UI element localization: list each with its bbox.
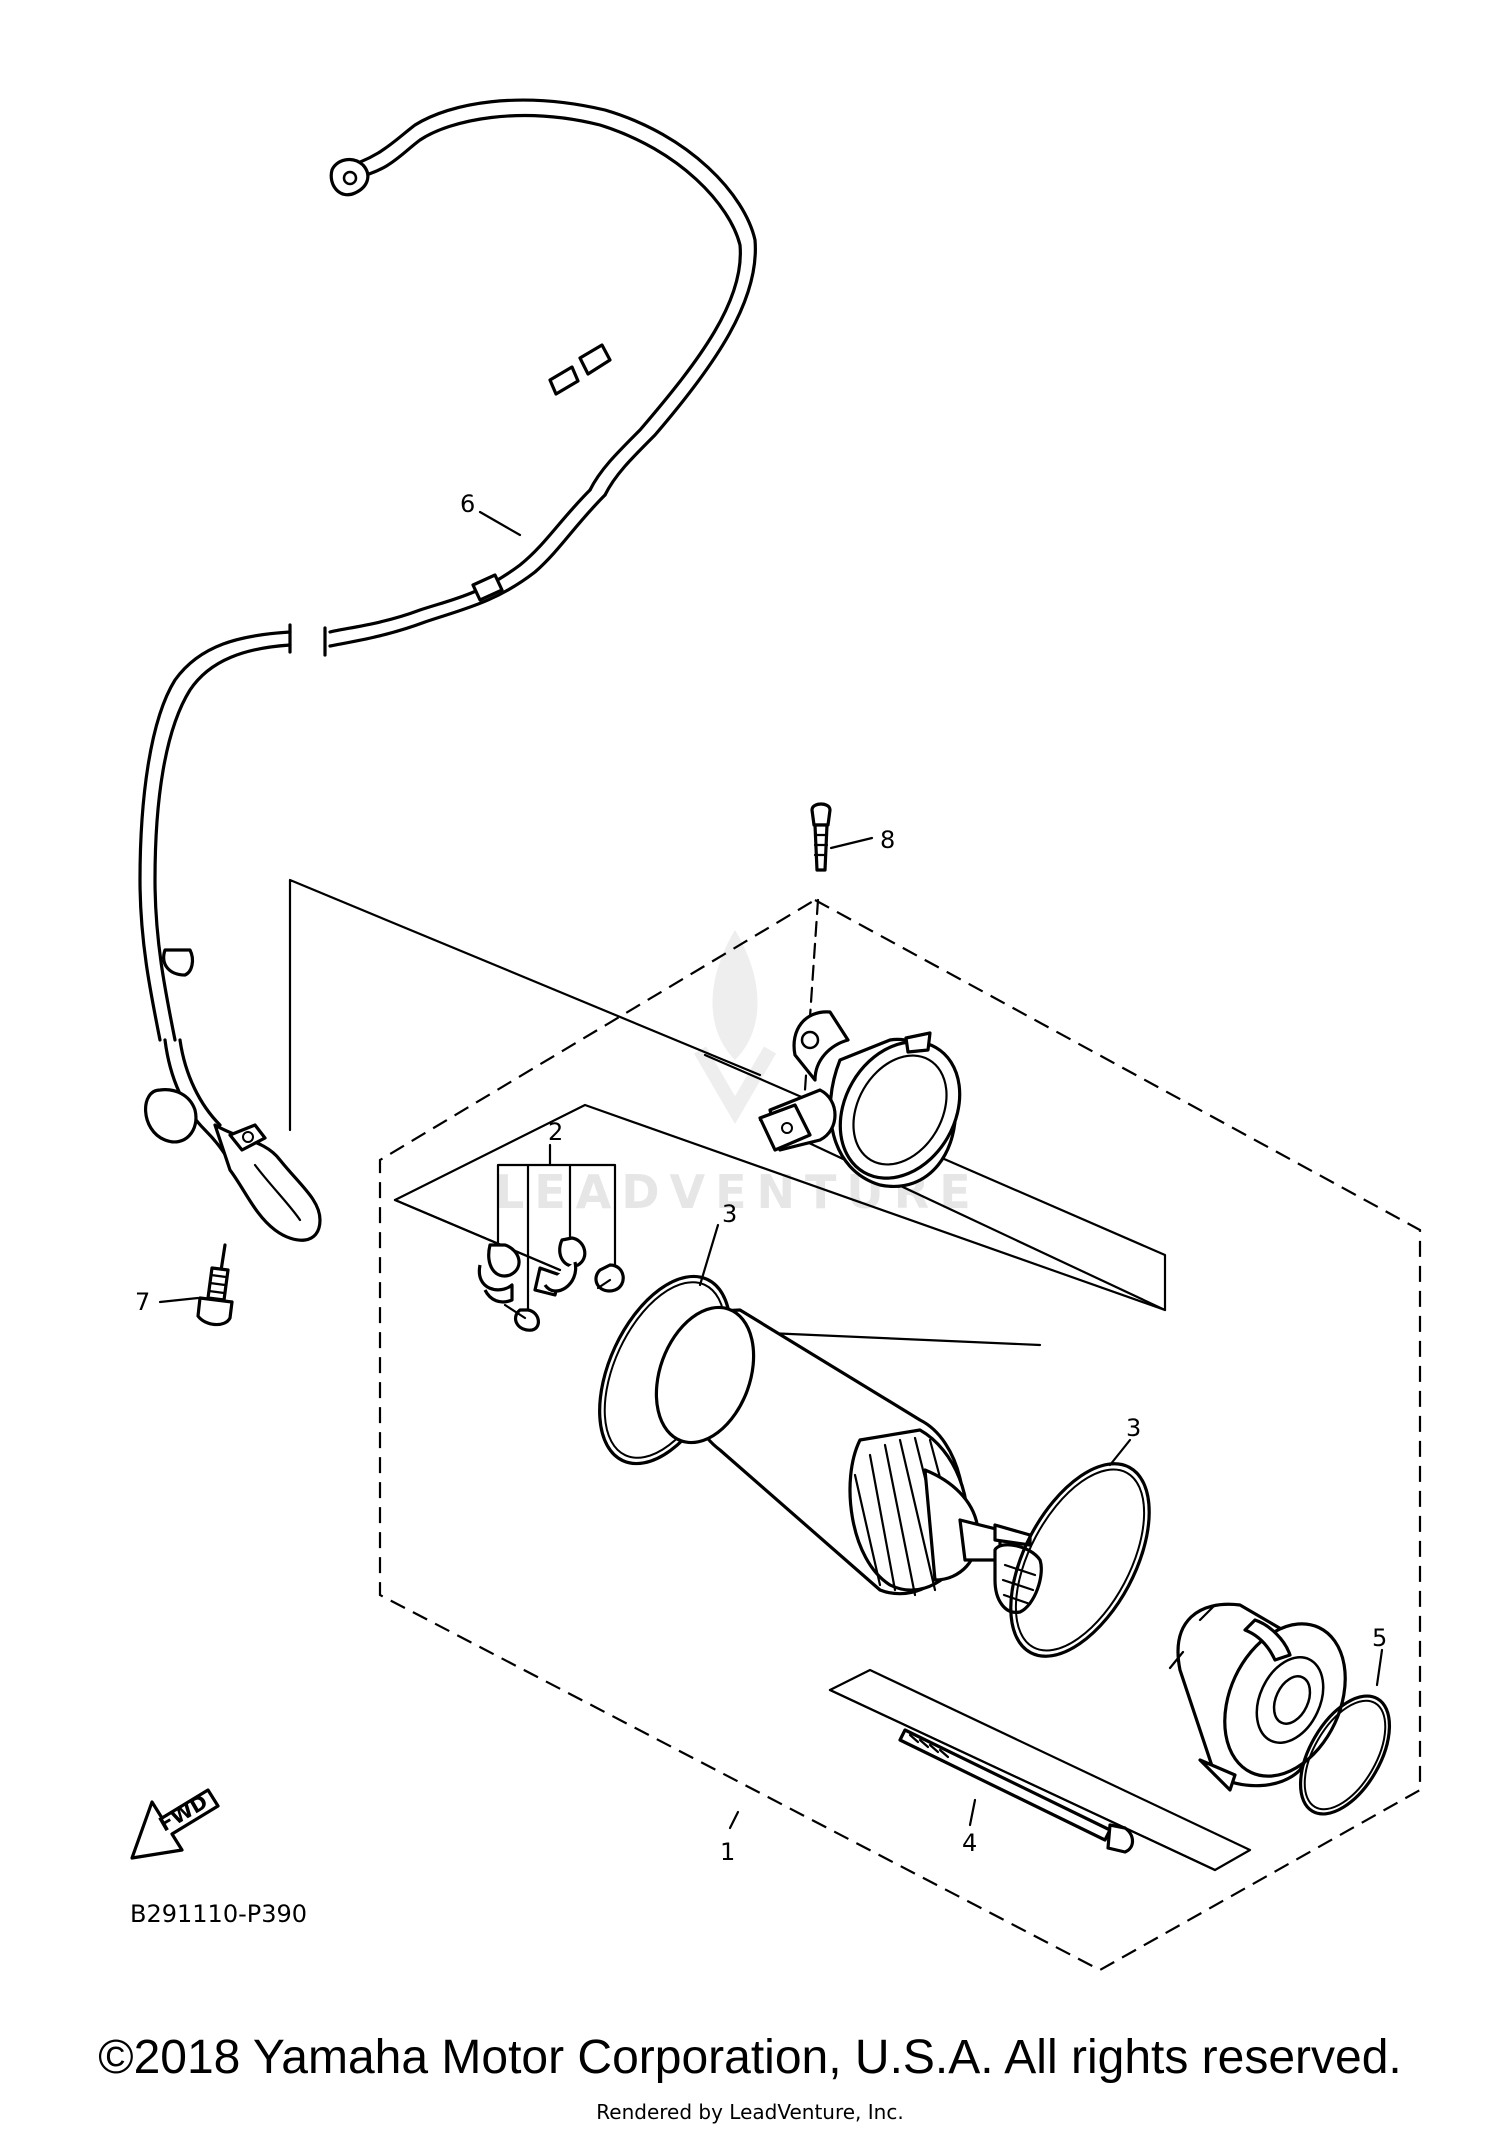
callout-2: 2 [548, 1118, 563, 1146]
callout-1: 1 [720, 1838, 735, 1866]
callout-3-left: 3 [722, 1200, 737, 1228]
fwd-arrow-icon: FWD [130, 1788, 220, 1860]
callout-3-right: 3 [1126, 1414, 1141, 1442]
bolt-8 [803, 802, 874, 1092]
rendered-by-credit: Rendered by LeadVenture, Inc. [596, 2100, 904, 2124]
diagram-code: B291110-P390 [130, 1900, 308, 1928]
callout-8: 8 [880, 826, 895, 854]
callout-4: 4 [962, 1829, 977, 1857]
armature-yoke [654, 1305, 1043, 1614]
callout-7: 7 [135, 1288, 150, 1316]
o-ring-5 [1298, 1648, 1392, 1816]
callout-6: 6 [460, 490, 475, 518]
through-bolt-4 [828, 1668, 1252, 1872]
watermark: LEADVENTURE [495, 930, 971, 1219]
copyright-notice: ©2018 Yamaha Motor Corporation, U.S.A. A… [98, 2031, 1402, 2084]
brush-set-2 [477, 1143, 625, 1332]
callout-5: 5 [1372, 1624, 1387, 1652]
bolt-7 [158, 1243, 234, 1327]
end-cover [758, 1010, 962, 1188]
starter-cable [138, 98, 757, 1242]
assembly-boundary [378, 899, 1422, 1972]
fwd-label: FWD [155, 1789, 212, 1836]
rear-cover [1168, 1602, 1347, 1792]
o-ring-3-right [1009, 1438, 1151, 1658]
